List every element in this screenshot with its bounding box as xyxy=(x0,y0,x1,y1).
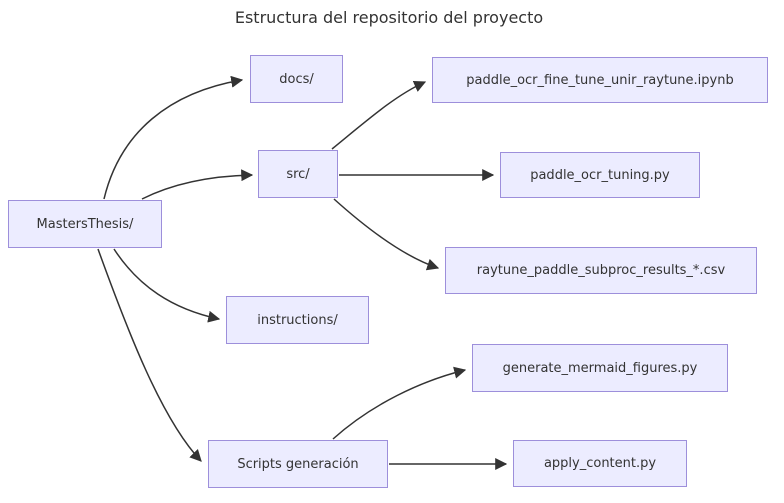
diagram-title: Estructura del repositorio del proyecto xyxy=(234,8,544,27)
node-apply-content-py: apply_content.py xyxy=(513,440,687,487)
edge-scripts-mermaid xyxy=(332,366,467,440)
edge-root-docs xyxy=(103,75,244,200)
edge-src-ipynb xyxy=(331,80,427,150)
node-apply-content-py-label: apply_content.py xyxy=(543,456,657,471)
node-paddle-ocr-tuning-py-label: paddle_ocr_tuning.py xyxy=(530,167,670,183)
node-paddle-ocr-tuning-py: paddle_ocr_tuning.py xyxy=(500,152,700,198)
node-src-label: src/ xyxy=(286,166,310,182)
node-mastersthesis-label: MastersThesis/ xyxy=(36,216,134,232)
node-instructions: instructions/ xyxy=(226,296,369,344)
node-scripts-generacion-label: Scripts generación xyxy=(237,456,359,472)
edge-root-src xyxy=(141,169,254,200)
node-docs-label: docs/ xyxy=(279,71,314,87)
edge-root-scripts xyxy=(97,248,202,462)
node-paddle-ocr-fine-tune-ipynb-label: paddle_ocr_fine_tune_unir_raytune.ipynb xyxy=(466,72,734,88)
node-docs: docs/ xyxy=(250,55,343,103)
node-src: src/ xyxy=(258,150,338,198)
node-instructions-label: instructions/ xyxy=(257,312,338,328)
node-raytune-results-csv: raytune_paddle_subproc_results_*.csv xyxy=(445,247,757,294)
node-generate-mermaid-figures-py-label: generate_mermaid_figures.py xyxy=(502,360,698,376)
node-mastersthesis: MastersThesis/ xyxy=(8,200,162,248)
node-scripts-generacion: Scripts generación xyxy=(208,440,388,488)
edge-src-csv xyxy=(333,198,440,271)
edge-root-instructions xyxy=(113,248,221,323)
node-raytune-results-csv-label: raytune_paddle_subproc_results_*.csv xyxy=(476,263,726,278)
node-generate-mermaid-figures-py: generate_mermaid_figures.py xyxy=(472,344,728,392)
node-paddle-ocr-fine-tune-ipynb: paddle_ocr_fine_tune_unir_raytune.ipynb xyxy=(432,57,768,103)
